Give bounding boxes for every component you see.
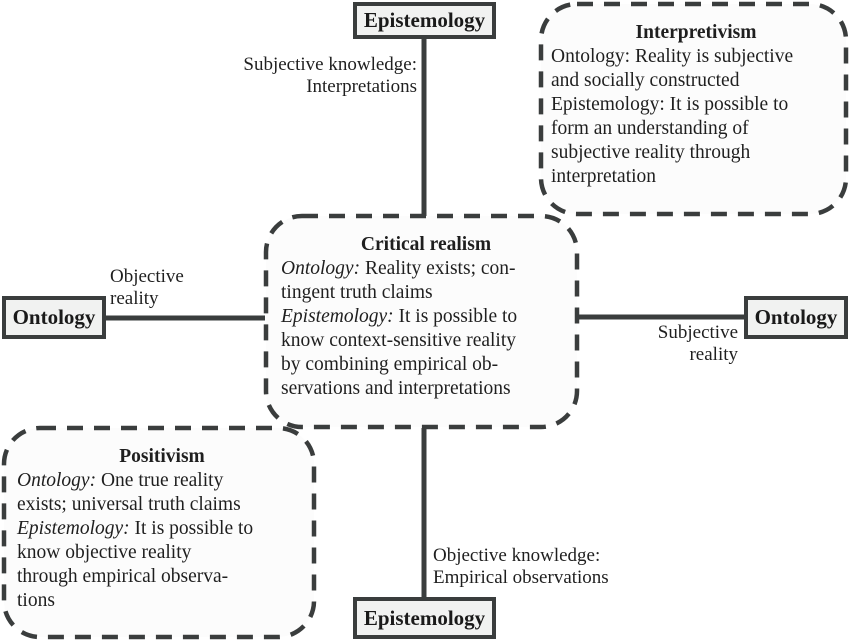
critical-realism-line: tingent truth claims [281, 282, 433, 303]
axis-label-left: Objective reality [110, 266, 184, 310]
interpretivism-line: subjective reality through [551, 142, 751, 163]
positivism-box: Positivism Ontology: One true reality ex… [17, 445, 307, 613]
interpretivism-line: Ontology: Reality is subjective [551, 46, 794, 67]
axis-label-right-line: reality [689, 344, 738, 365]
positivism-line: Epistemology: It is possible to [17, 518, 254, 539]
positivism-line: exists; universal truth claims [17, 494, 241, 515]
epistemology-axis-top: Epistemology [353, 2, 496, 39]
positivism-line: Ontology: One true reality [17, 470, 224, 491]
axis-label-left-line: Objective [110, 266, 184, 287]
ontology-right-label: Ontology [754, 305, 838, 329]
ontology-term: Ontology: [17, 470, 97, 491]
positivism-line: know objective reality [17, 542, 192, 563]
critical-realism-line: servations and interpretations [281, 378, 511, 399]
positivism-line: through empirical observa- [17, 566, 229, 587]
interpretivism-title: Interpretivism [635, 22, 757, 43]
ontology-term: Ontology: [281, 258, 361, 279]
critical-realism-title: Critical realism [360, 234, 492, 255]
axis-label-bottom: Objective knowledge: Empirical observati… [433, 545, 609, 589]
axis-label-top-line: Subjective knowledge: [243, 54, 417, 75]
axis-label-bottom-line: Objective knowledge: [433, 545, 601, 566]
critical-realism-line: know context-sensitive reality [281, 330, 517, 351]
critical-realism-line: Ontology: Reality exists; con- [281, 258, 516, 279]
critical-realism-box: Critical realism Ontology: Reality exist… [281, 233, 571, 401]
axis-label-bottom-line: Empirical observations [433, 567, 609, 588]
interpretivism-box-outline [538, 1, 849, 217]
positivism-title: Positivism [119, 446, 205, 467]
epistemology-top-label: Epistemology [363, 8, 486, 32]
epistemology-term: Epistemology: [281, 306, 394, 327]
ontology-axis-right: Ontology [744, 296, 848, 339]
axis-label-left-line: reality [110, 288, 159, 309]
critical-realism-line: Epistemology: It is possible to [281, 306, 518, 327]
epistemology-axis-bottom: Epistemology [353, 597, 496, 639]
positivism-box-outline [1, 425, 317, 640]
interpretivism-line: form an understanding of [551, 118, 749, 139]
axis-label-right: Subjective reality [658, 322, 738, 366]
axis-label-right-line: Subjective [657, 322, 738, 343]
interpretivism-line: Epistemology: It is possible to [551, 94, 789, 115]
critical-realism-box-outline [263, 213, 580, 430]
interpretivism-line: and socially constructed [551, 70, 740, 91]
ontology-left-label: Ontology [12, 305, 96, 329]
positivism-line: tions [17, 590, 55, 611]
epistemology-term: Epistemology: [17, 518, 130, 539]
interpretivism-box: Interpretivism Ontology: Reality is subj… [551, 21, 841, 189]
epistemology-bottom-label: Epistemology [363, 605, 486, 630]
axis-label-top-line: Interpretations [306, 76, 417, 97]
critical-realism-line: by combining empirical ob- [281, 354, 499, 375]
ontology-axis-left: Ontology [2, 296, 106, 339]
axis-label-top: Subjective knowledge: Interpretations [243, 54, 417, 98]
interpretivism-line: interpretation [551, 166, 657, 187]
